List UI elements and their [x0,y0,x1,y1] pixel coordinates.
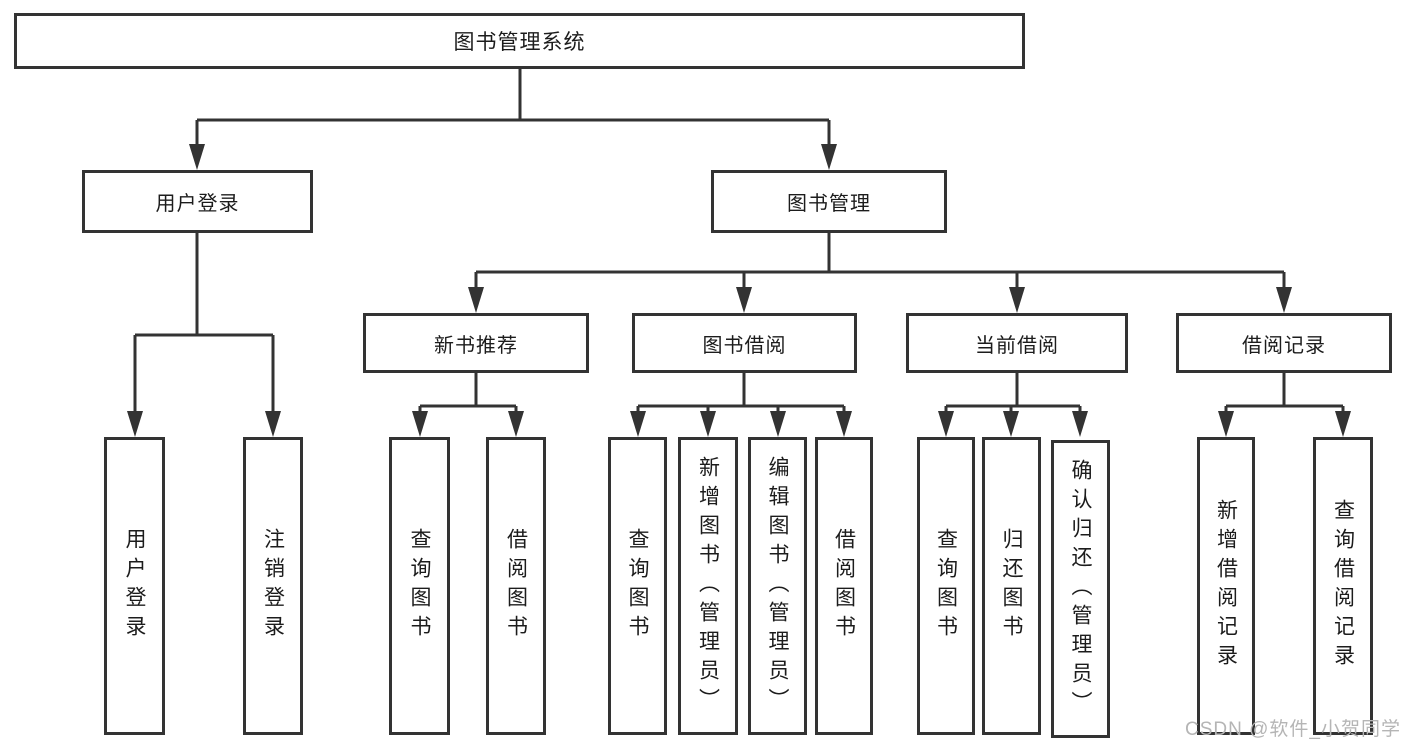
node-book-borrow: 图书借阅 [632,313,857,373]
node-borrow-records: 借阅记录 [1176,313,1392,373]
node-book-management: 图书管理 [711,170,947,233]
leaf-add-borrow-record: 新增借阅记录 [1197,437,1255,735]
node-current-borrow: 当前借阅 [906,313,1128,373]
leaf-add-book-admin: 新增图书（管理员） [678,437,738,735]
leaf-user-login: 用户登录 [104,437,165,735]
leaf-borrow-query-book: 查询图书 [608,437,667,735]
watermark-text: CSDN @软件_小贺同学 [1185,719,1401,740]
leaf-logout: 注销登录 [243,437,303,735]
leaf-current-query-book: 查询图书 [917,437,975,735]
leaf-confirm-return-admin: 确认归还（管理员） [1051,440,1110,738]
leaf-query-borrow-record: 查询借阅记录 [1313,437,1373,735]
node-new-book-recommend: 新书推荐 [363,313,589,373]
leaf-recommend-query-book: 查询图书 [389,437,450,735]
node-user-login: 用户登录 [82,170,313,233]
leaf-recommend-borrow-book: 借阅图书 [486,437,546,735]
leaf-return-book: 归还图书 [982,437,1041,735]
node-root: 图书管理系统 [14,13,1025,69]
leaf-edit-book-admin: 编辑图书（管理员） [748,437,807,735]
arrowheads [127,144,1351,437]
leaf-borrow-book: 借阅图书 [815,437,873,735]
